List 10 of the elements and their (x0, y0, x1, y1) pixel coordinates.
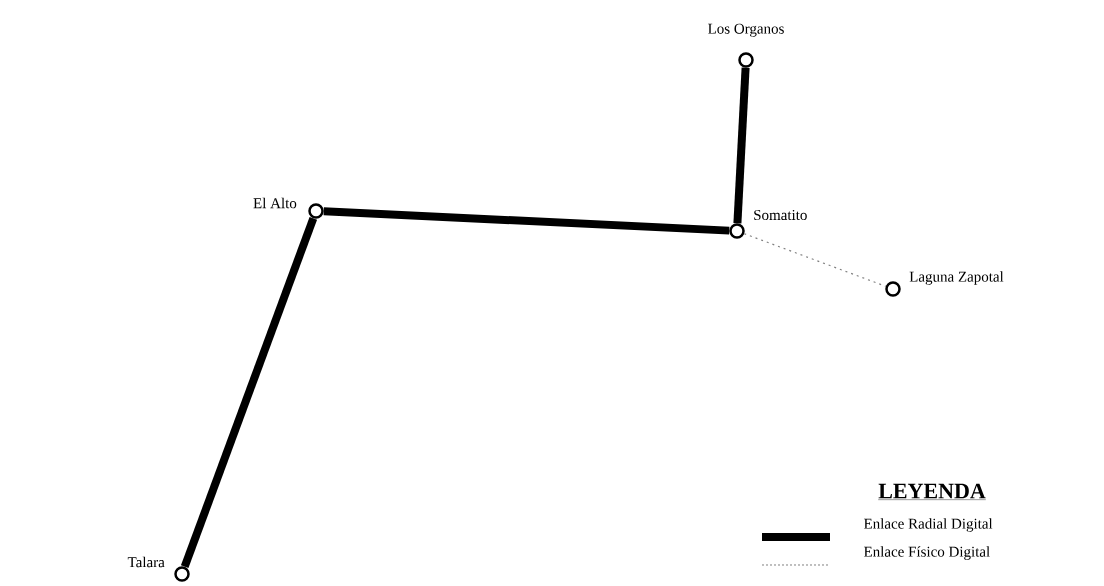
station-label: Laguna Zapotal (909, 271, 1004, 285)
legend-heading: LEYENDA (878, 483, 986, 500)
legend-text: Enlace Radial Digital (863, 518, 993, 532)
station-label: Talara (127, 556, 165, 568)
link-line (180, 216, 318, 569)
station-label: Somatito (754, 209, 807, 221)
station-label: El Alto (253, 197, 297, 209)
station-label: Los Organos (708, 23, 784, 37)
legend-text: Enlace Físico Digital (863, 546, 990, 560)
dotted-link-line (743, 233, 887, 287)
